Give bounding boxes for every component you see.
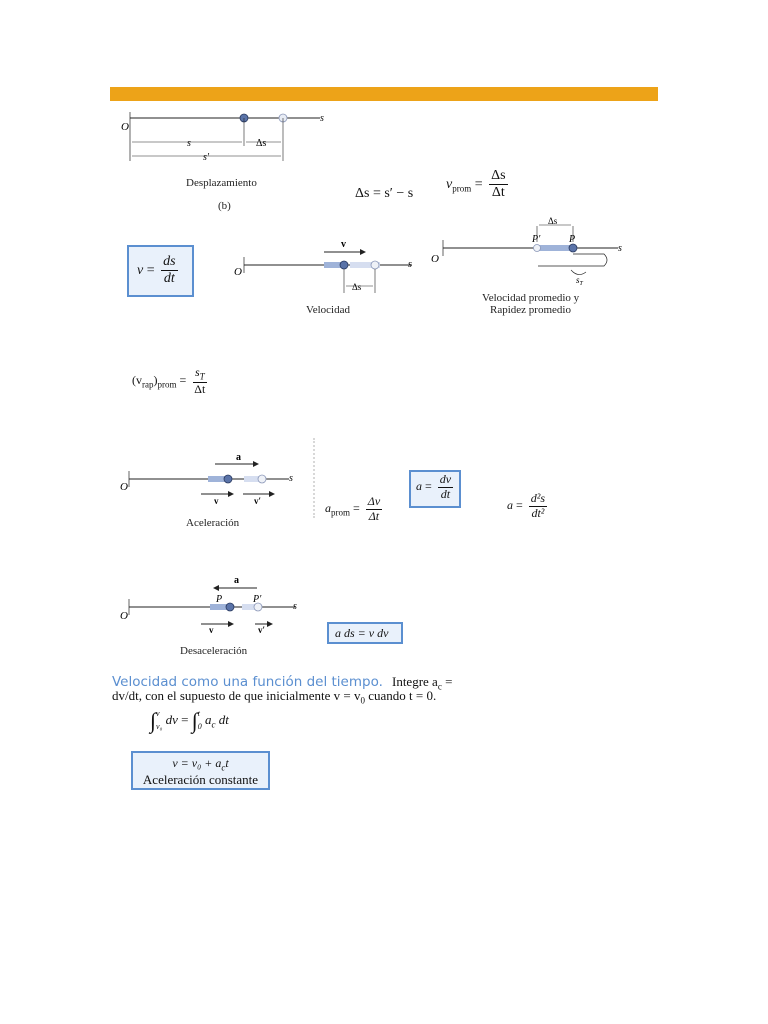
origin-label: O bbox=[121, 121, 129, 133]
st-label: sT bbox=[576, 275, 584, 287]
equation-result-box: v = v₀ + act Aceleración constante bbox=[131, 751, 270, 790]
p-label: P bbox=[568, 234, 575, 245]
s-prime-label: s′ bbox=[203, 152, 210, 163]
equation-delta-s: Δs = s′ − s bbox=[355, 186, 414, 201]
dotted-divider bbox=[313, 438, 317, 518]
orange-header-bar bbox=[110, 87, 658, 101]
axis-label: s bbox=[289, 473, 293, 484]
caption-desplazamiento: Desplazamiento bbox=[186, 177, 257, 189]
p-prime-label: P′ bbox=[531, 234, 541, 245]
caption-velocidad-promedio: Velocidad promedio y bbox=[482, 292, 580, 304]
origin-label: O bbox=[120, 610, 128, 622]
delta-s-label: Δs bbox=[256, 138, 266, 149]
axis-label: s bbox=[320, 113, 324, 124]
equation-ads-box: a ds = v dv bbox=[327, 622, 403, 644]
caption-part-b: (b) bbox=[218, 200, 231, 212]
caption-velocidad: Velocidad bbox=[306, 304, 350, 316]
v-prime-label: v′ bbox=[254, 496, 261, 505]
acceleration-diagram: O s a v v′ bbox=[120, 452, 293, 505]
caption-rapidez-promedio: Rapidez promedio bbox=[490, 304, 571, 316]
axis-label: s bbox=[618, 243, 622, 254]
v-prime-label: v′ bbox=[258, 625, 265, 633]
displacement-diagram: O s s Δs s′ bbox=[121, 112, 324, 163]
axis-label: s bbox=[293, 601, 297, 612]
origin-label: O bbox=[120, 481, 128, 493]
origin-label: O bbox=[431, 253, 439, 265]
v-label: v bbox=[341, 239, 346, 250]
a-label: a bbox=[236, 452, 241, 463]
velocity-diagram: O s v Δs bbox=[234, 239, 412, 293]
section-line-2: dv/dt, con el supuesto de que inicialmen… bbox=[112, 688, 437, 706]
caption-desaceleracion: Desaceleración bbox=[180, 645, 248, 657]
caption-aceleracion: Aceleración bbox=[186, 517, 240, 529]
axis-label: s bbox=[408, 259, 412, 270]
v-label: v bbox=[214, 496, 219, 505]
delta-s-label: Δs bbox=[548, 216, 558, 226]
a-label: a bbox=[234, 575, 239, 586]
origin-label: O bbox=[234, 266, 242, 278]
delta-s-label: Δs bbox=[352, 282, 362, 292]
s-label: s bbox=[187, 138, 191, 149]
section-heading: Velocidad como una función del tiempo. bbox=[112, 674, 383, 690]
section-line-1: Velocidad como una función del tiempo. I… bbox=[112, 674, 453, 692]
p-label: P bbox=[215, 594, 222, 605]
v-label: v bbox=[209, 625, 214, 633]
p-prime-label: P′ bbox=[252, 594, 262, 605]
average-velocity-diagram: O s P′ P Δs sT bbox=[431, 216, 622, 287]
deceleration-diagram: O s a P P′ v v′ bbox=[120, 575, 297, 633]
